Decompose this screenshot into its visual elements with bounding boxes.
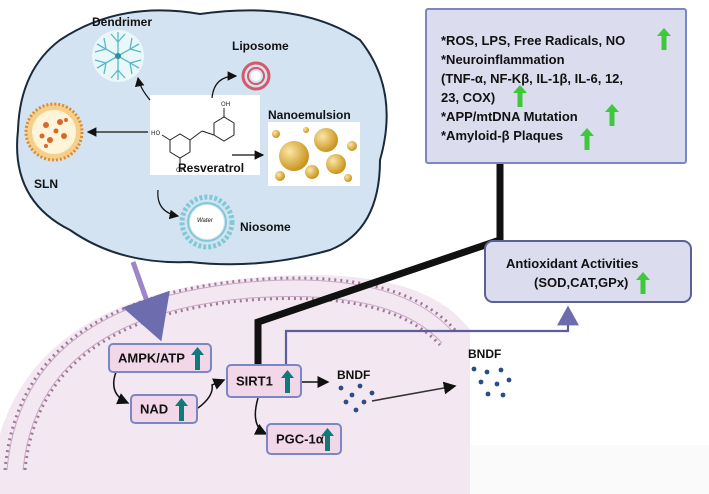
up-arrow-icon — [321, 428, 334, 451]
dendrimer-label: Dendrimer — [92, 15, 153, 29]
liposome-label: Liposome — [232, 39, 289, 53]
up-arrow-icon — [605, 104, 619, 126]
bndf-dots-far — [471, 366, 512, 398]
effect-app-line: *APP/mtDNA Mutation — [441, 109, 578, 124]
bndf-near-label: BNDF — [337, 368, 371, 382]
arrow-to-liposome — [211, 71, 238, 99]
sirt1-to-effects-line — [254, 178, 504, 372]
nanoemulsion-label: Nanoemulsion — [268, 108, 351, 122]
nad-label: NAD — [140, 401, 169, 417]
effect-cox-line: 23, COX) — [441, 90, 496, 105]
effect-cytokines-line: (TNF-α, NF-Kβ, IL-1β, IL-6, 12, — [441, 71, 624, 86]
bndf-released-label: BNDF — [468, 347, 502, 361]
sln-label: SLN — [34, 177, 58, 191]
sirt1-box: SIRT1 — [226, 364, 302, 398]
nad-to-sirt1-arrow — [197, 378, 226, 409]
antioxidant-box: Antioxidant Activities (SOD,CAT,GPx) — [484, 240, 692, 303]
effect-ros-line: *ROS, LPS, Free Radicals, NO — [441, 32, 625, 49]
antioxidant-title: Antioxidant Activities — [506, 256, 639, 271]
up-arrow-icon — [281, 370, 294, 393]
downregulated-effects-box: *ROS, LPS, Free Radicals, NO *Neuroinfla… — [425, 8, 687, 164]
resveratrol-label: Resveratrol — [178, 161, 245, 175]
pgc1a-box: PGC-1α — [266, 423, 342, 455]
up-arrow-icon — [513, 85, 527, 107]
effect-ros-text: *ROS, LPS, Free Radicals, NO — [441, 33, 626, 48]
liposome-icon — [241, 61, 271, 91]
arrow-to-niosome — [157, 189, 180, 220]
arrow-to-dendrimer — [134, 76, 151, 101]
bndf-release-arrow — [371, 381, 457, 402]
dendrimer-icon — [92, 30, 144, 82]
resveratrol-molecule: OH HO OH — [150, 95, 260, 175]
bndf-dots-near — [338, 383, 375, 413]
niosome-core-label: Water — [197, 218, 213, 224]
niosome-label: Niosome — [240, 220, 291, 234]
delivery-arrow — [122, 261, 170, 342]
oh-left-label: HO — [151, 130, 161, 137]
oh-top-label: OH — [221, 101, 230, 108]
up-arrow-icon — [580, 128, 594, 150]
ampk-to-nad-arrow — [113, 371, 130, 405]
sln-icon — [24, 102, 84, 162]
ampk-atp-label: AMPK/ATP — [118, 350, 185, 366]
up-arrow-icon — [657, 28, 671, 50]
up-arrow-icon — [175, 398, 188, 421]
effect-neuroinflammation-line: *Neuroinflammation — [441, 52, 565, 67]
nad-box: NAD — [130, 394, 198, 424]
antioxidant-enzymes: (SOD,CAT,GPx) — [534, 275, 629, 290]
oh-bottom-label: OH — [176, 167, 185, 174]
nanoemulsion-icon — [268, 122, 360, 186]
pgc1a-label: PGC-1α — [276, 431, 324, 447]
sirt1-to-antioxidant-line — [284, 305, 579, 368]
effect-amyloid-line: *Amyloid-β Plaques — [441, 128, 564, 143]
ampk-atp-box: AMPK/ATP — [108, 343, 212, 373]
up-arrow-icon — [636, 272, 650, 294]
niosome-icon — [179, 194, 235, 250]
up-arrow-icon — [191, 347, 204, 370]
sirt1-label: SIRT1 — [236, 373, 273, 389]
sirt1-to-pgc-arrow — [253, 397, 268, 435]
